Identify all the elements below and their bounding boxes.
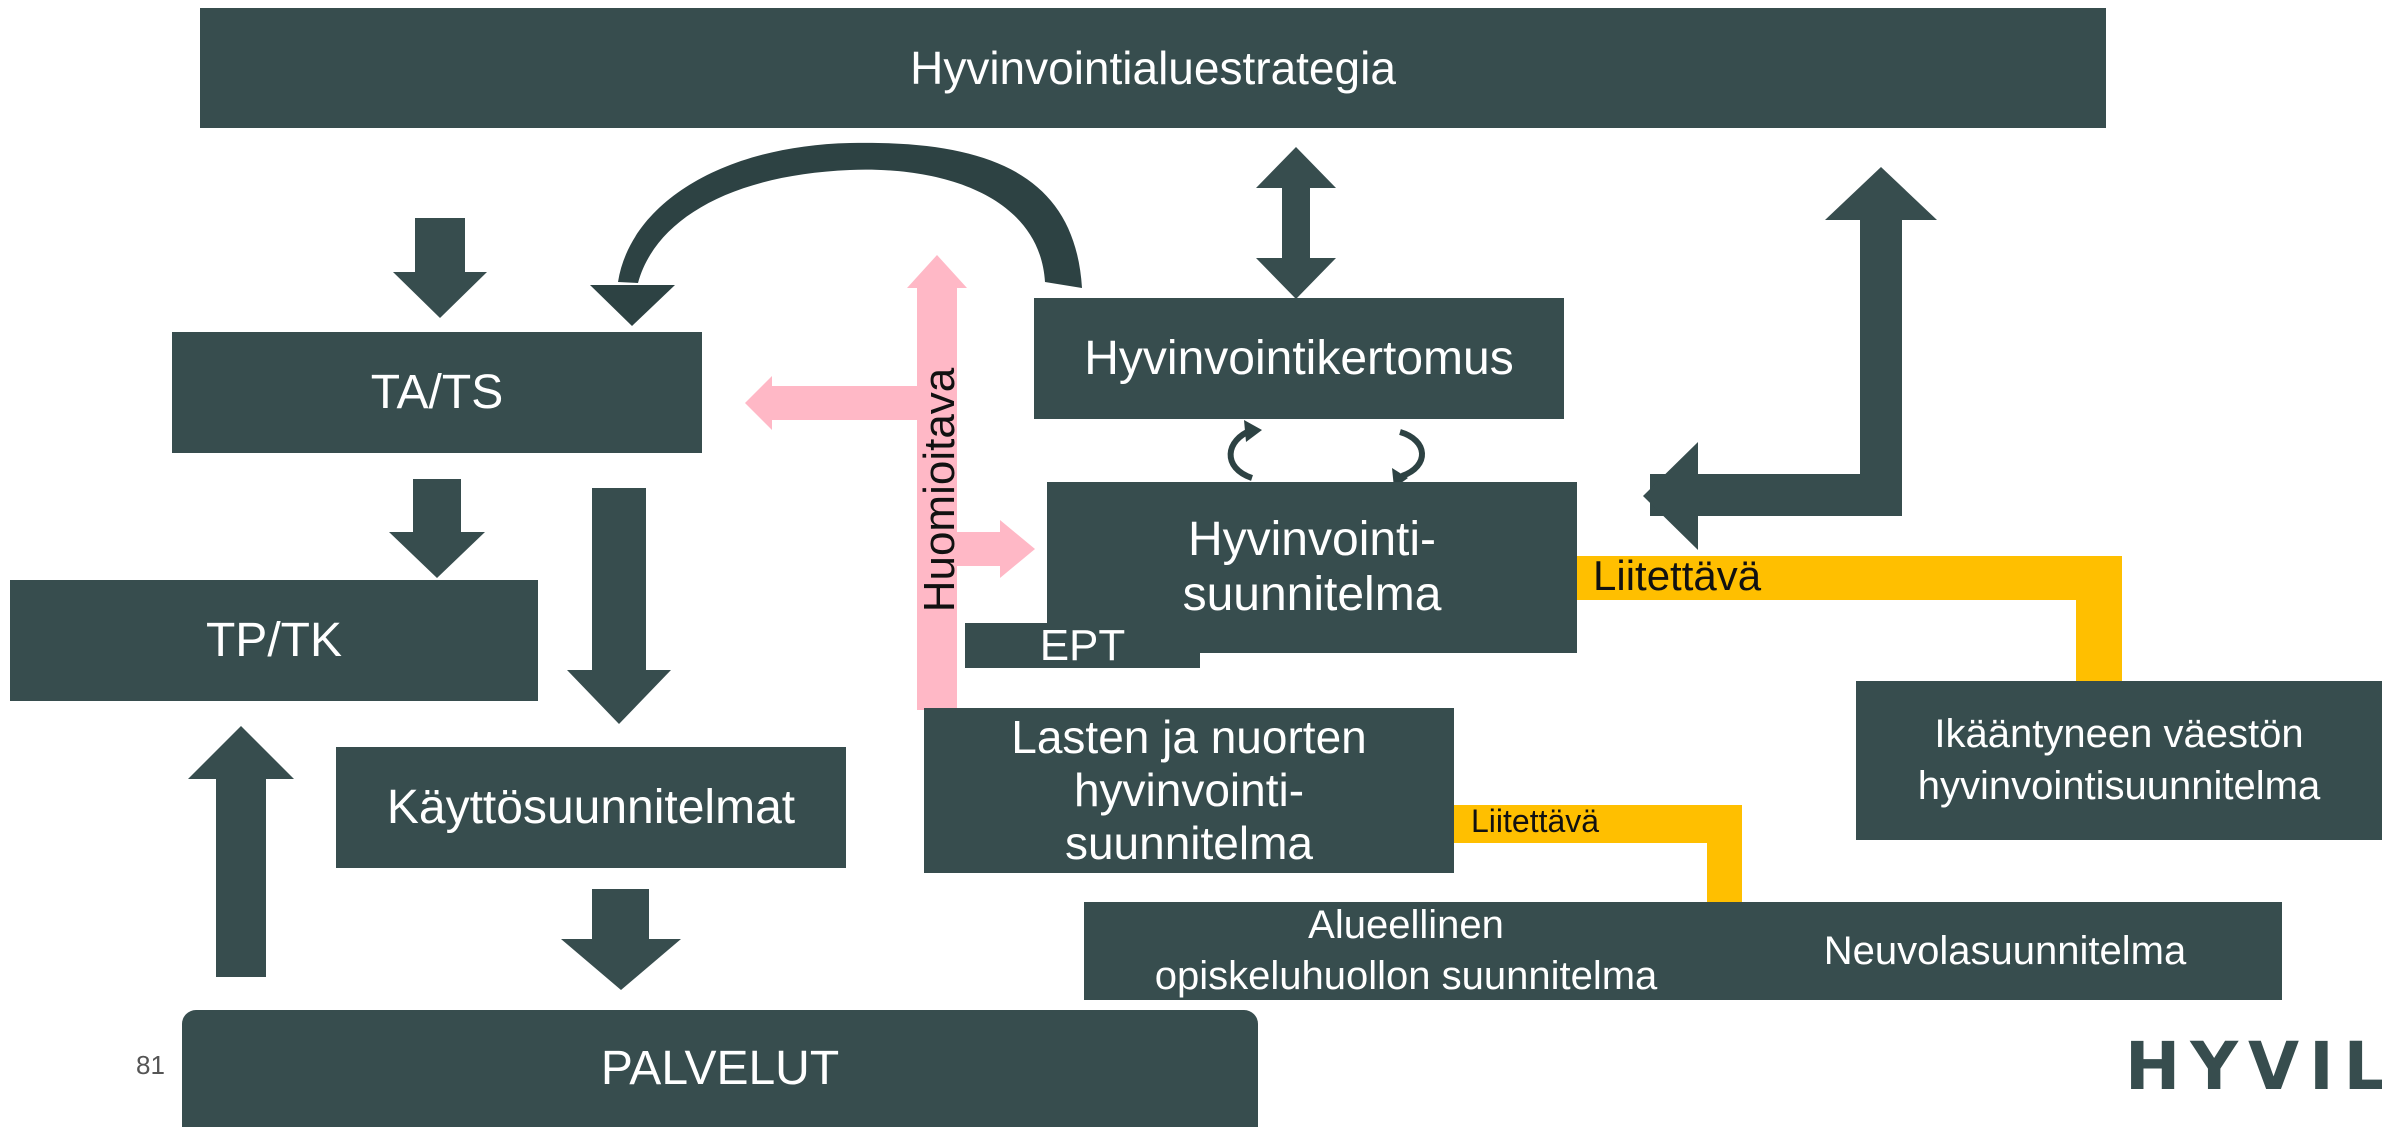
- page-number: 81: [136, 1050, 165, 1080]
- cycle-left-head: [1244, 420, 1262, 442]
- lasten-line2: hyvinvointi-: [1073, 764, 1305, 817]
- hyvinvointisuunnitelma-line2: suunnitelma: [1182, 567, 1442, 621]
- hyvinvointikertomus-label: Hyvinvointikertomus: [1084, 332, 1514, 385]
- alueellinen-line2: opiskeluhuollon suunnitelma: [1154, 954, 1658, 998]
- arrow-palvelut-to-tptk: [188, 726, 294, 977]
- palvelut-box: PALVELUT: [182, 1010, 1258, 1127]
- hyvinvointikertomus-box: Hyvinvointikertomus: [1034, 298, 1564, 419]
- arrow-strategia-to-tats: [393, 218, 487, 318]
- ept-label: EPT: [1039, 620, 1126, 670]
- arrow-tats-to-tptk: [389, 479, 485, 578]
- ikaantyneen-box: Ikääntyneen väestön hyvinvointisuunnitel…: [1856, 681, 2382, 840]
- tp-tk-box: TP/TK: [10, 580, 538, 701]
- arrow-kaytto-to-palvelut: [561, 889, 681, 990]
- strategy-box: Hyvinvointialuestrategia: [200, 8, 2106, 128]
- pink-huomioitava-arrow: [745, 255, 1035, 710]
- lasten-ja-nuorten-box: Lasten ja nuorten hyvinvointi- suunnitel…: [924, 708, 1454, 873]
- kayttosuunnitelmat-label: Käyttösuunnitelmat: [386, 781, 796, 834]
- cycle-left-icon: [1227, 427, 1254, 481]
- curved-feedback-arrow: [618, 142, 1082, 288]
- ta-ts-box: TA/TS: [172, 332, 702, 453]
- alueellinen-neuvola-box: Alueellinen opiskeluhuollon suunnitelma …: [1084, 902, 2282, 1000]
- arrow-strategia-kertomus-double: [1256, 147, 1336, 299]
- arrow-tats-to-kaytto: [567, 488, 671, 724]
- alueellinen-line1: Alueellinen: [1308, 902, 1504, 947]
- tp-tk-label: TP/TK: [205, 614, 342, 667]
- hyvil-logo: HYVIL: [2125, 1028, 2382, 1105]
- lasten-line3: suunnitelma: [1064, 816, 1314, 869]
- ikaantyneen-line1: Ikääntyneen väestön: [1934, 712, 2304, 757]
- neuvola-text: Neuvolasuunnitelma: [1728, 929, 2282, 974]
- palvelut-label: PALVELUT: [600, 1042, 840, 1095]
- kayttosuunnitelmat-box: Käyttösuunnitelmat: [336, 747, 846, 868]
- ept-box: EPT: [965, 620, 1200, 670]
- lasten-line1: Lasten ja nuorten: [1011, 711, 1367, 764]
- ikaantyneen-line2: hyvinvointisuunnitelma: [1917, 763, 2321, 808]
- liitettava-small-label: Liitettävä: [1471, 803, 1600, 839]
- arrow-suunnitelma-to-strategia: [1643, 167, 1937, 550]
- hyvinvointisuunnitelma-line1: Hyvinvointi-: [1187, 513, 1437, 567]
- strategy-title: Hyvinvointialuestrategia: [910, 42, 1396, 94]
- ta-ts-label: TA/TS: [370, 366, 504, 419]
- curved-arrow-head: [590, 285, 675, 326]
- cycle-right-icon: [1399, 429, 1425, 479]
- liitettava-large-label: Liitettävä: [1593, 552, 1762, 599]
- neuvola-label: Neuvolasuunnitelma: [1823, 928, 2187, 973]
- huomioitava-label: Huomioitava: [915, 367, 964, 613]
- alueellinen-text: Alueellinen opiskeluhuollon suunnitelma: [1084, 900, 1728, 1002]
